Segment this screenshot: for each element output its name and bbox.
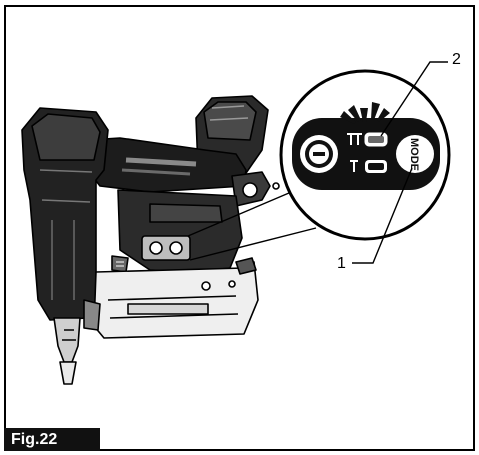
control-panel-zoom-icon: MODE <box>279 69 451 241</box>
mode-button-icon <box>300 135 338 173</box>
callout-2: 2 <box>452 51 461 68</box>
zoom-leader-lines <box>187 189 317 261</box>
blink-rays-icon <box>340 102 390 124</box>
mode-label: MODE <box>408 138 420 171</box>
led-indicator-icon <box>364 132 388 173</box>
callout-1: 1 <box>337 255 346 272</box>
figure-label: Fig.22 <box>4 428 100 451</box>
nail-depth-icon <box>347 133 362 172</box>
callout-leaders <box>352 61 448 264</box>
nailer-tool-illustration <box>21 95 280 385</box>
